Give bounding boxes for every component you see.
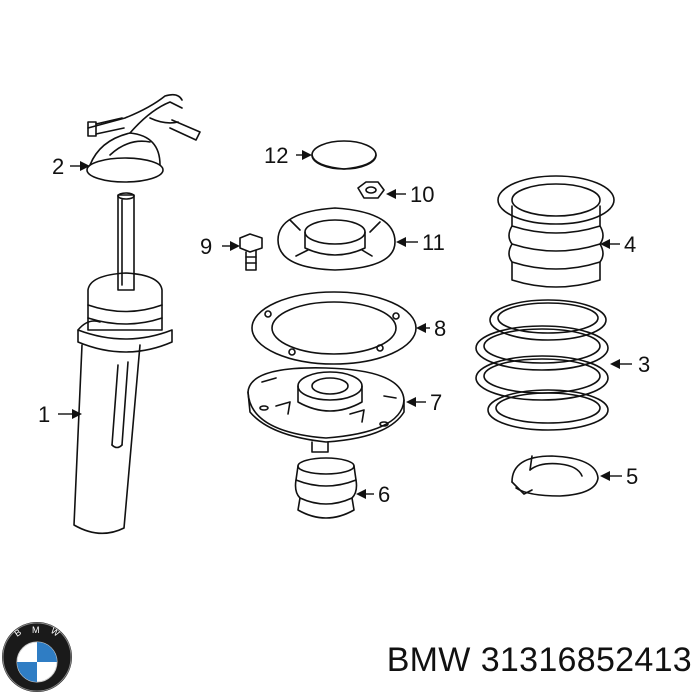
callout-10: 10	[410, 182, 434, 207]
part-8-gasket	[251, 291, 417, 365]
brand-bar: B M W	[2, 622, 72, 692]
svg-text:B: B	[12, 627, 23, 639]
callout-12: 12	[264, 143, 288, 168]
part-12-protective-cap	[311, 140, 377, 170]
callout-4: 4	[624, 232, 636, 257]
brand-name: BMW	[386, 641, 471, 679]
part-10-nut	[357, 181, 385, 199]
callout-8: 8	[434, 316, 446, 341]
callout-7: 7	[430, 390, 442, 415]
part-6-bump-stop	[294, 457, 358, 519]
part-2-strut-top-mount	[86, 93, 201, 183]
part-4-protection-boot	[497, 175, 615, 288]
part-11-upper-spring-seat	[277, 207, 396, 271]
bmw-logo-icon: B M W	[2, 622, 72, 692]
leader-lines	[58, 150, 632, 499]
callout-2: 2	[52, 154, 64, 179]
part-5-spring-pad	[511, 455, 599, 497]
callout-6: 6	[378, 482, 390, 507]
part-9-bolt	[239, 233, 263, 271]
svg-text:M: M	[32, 625, 40, 635]
callout-1: 1	[38, 402, 50, 427]
callout-9: 9	[200, 234, 212, 259]
callout-3: 3	[638, 352, 650, 377]
parts-diagram: 1 2 3 4 5 6 7 8 9 10 11 12	[38, 93, 650, 535]
callout-5: 5	[626, 464, 638, 489]
part-7-support-bearing	[247, 367, 405, 453]
callout-11: 11	[422, 230, 445, 255]
part-number: 31316852413	[480, 641, 692, 679]
part-1-shock-absorber	[73, 192, 173, 535]
part-3-coil-spring	[475, 299, 609, 431]
